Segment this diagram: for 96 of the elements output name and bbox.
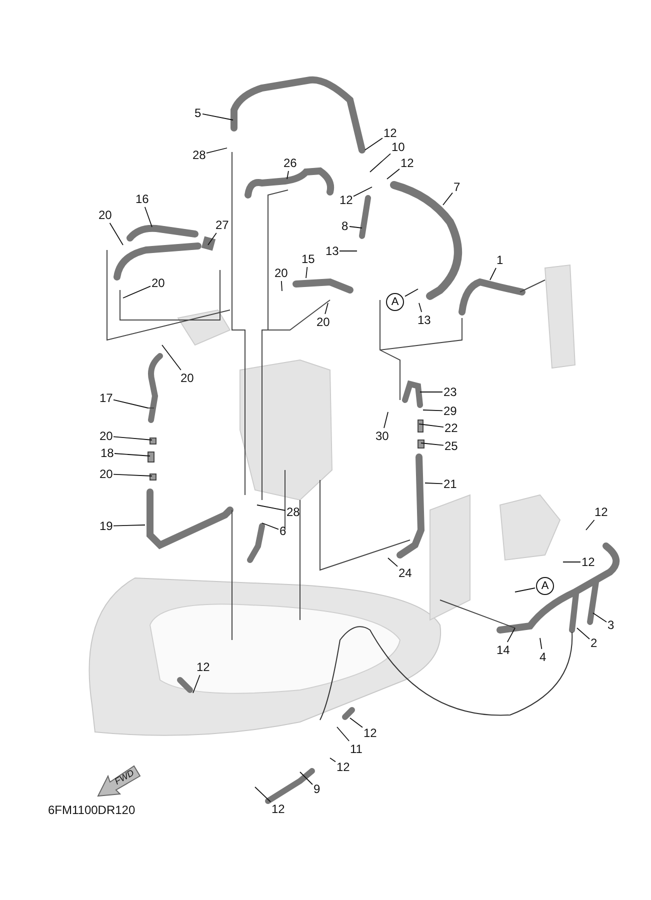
leader-line [144,206,152,228]
callout-number: 14 [496,643,510,657]
callout-number: 15 [302,252,315,266]
leader-line [350,718,363,728]
callout-number: 3 [608,618,614,632]
callout-number: 16 [136,192,149,206]
direction-label: FWD [112,768,136,786]
callout-number: 29 [444,404,457,418]
callout-number: 12 [384,126,397,140]
leader-line [514,588,536,592]
leader-line [420,442,444,446]
leader-line [162,344,182,370]
leader-line [336,726,350,742]
callout-number: 10 [392,140,405,154]
leader-line [442,192,453,206]
leader-line [324,302,328,314]
callout-number: 13 [418,313,431,327]
leader-line [386,168,400,180]
leader-line [113,436,152,440]
callout-number: 6 [280,524,286,538]
callout-number: 23 [444,385,457,399]
leader-line [586,520,595,530]
leader-line [330,758,336,762]
leader-line [286,170,289,180]
leader-line [384,412,388,428]
leader-line [113,524,146,526]
callout-number: 17 [100,391,113,405]
leader-line [280,280,282,292]
callout-number: 5 [194,106,202,120]
leader-line [424,482,443,484]
callout-number: 13 [326,244,339,258]
leader-line [113,399,148,408]
callout-number: 12 [340,193,353,207]
callout-number: 22 [444,421,458,435]
callout-number: 12 [400,156,414,170]
callout-number: 26 [284,156,297,170]
leader-line [506,628,516,642]
callout-number: 12 [196,660,210,674]
leader-line [404,288,418,297]
callout-number: 21 [444,477,457,491]
leader-line [418,302,422,312]
callout-number: 20 [274,266,288,280]
callout-number: 20 [180,371,194,385]
callout-number: 24 [398,566,412,580]
callout-number: 12 [364,726,377,740]
leader-line [370,153,391,172]
callout-number: 12 [582,555,595,569]
leader-line [114,453,150,456]
callout-number: 20 [100,467,113,481]
leader-line [208,232,217,246]
reference-mark: A [386,293,404,311]
callout-number: 30 [376,429,389,443]
leader-line [576,628,590,640]
leader-line [262,522,279,530]
leader-line [349,226,362,228]
leader-line [206,148,228,154]
callout-number: 18 [100,446,114,460]
callout-number: 28 [192,148,206,162]
callout-number: 8 [342,219,348,233]
leader-line [254,786,271,802]
leader-line [113,474,152,476]
leader-line [256,504,286,511]
callout-number: 12 [272,802,285,816]
callout-number: 9 [314,782,320,796]
callout-number: 4 [540,650,546,664]
leader-line [490,268,496,280]
callout-number: 20 [98,208,112,222]
callout-number: 20 [152,276,165,290]
callout-number: 1 [496,253,504,267]
leader-line [353,186,372,197]
leader-line [364,138,383,150]
callout-number: 11 [350,742,362,756]
callout-number: 2 [590,636,598,650]
leader-line [540,638,542,650]
callout-number: 28 [286,505,300,519]
callout-number: 25 [444,439,458,453]
leader-line [122,286,151,298]
leader-line [388,558,398,567]
callout-number: 20 [100,429,113,443]
leader-line [592,612,607,622]
callout-number: 20 [316,315,330,329]
callout-number: 12 [336,760,350,774]
reference-mark: A [536,577,554,595]
leader-line [306,266,308,278]
leader-line [192,674,200,694]
callout-number: 12 [594,505,608,519]
callout-number: 27 [216,218,229,232]
leader-line [202,113,234,120]
drawing-number: 6FM1100DR120 [48,803,136,817]
leader-line [422,410,443,412]
callout-number: 19 [100,519,113,533]
callout-number: 7 [454,180,460,194]
leader-line [339,250,358,252]
leader-line [109,222,124,246]
leader-line [418,424,444,428]
leader-line [300,772,313,785]
